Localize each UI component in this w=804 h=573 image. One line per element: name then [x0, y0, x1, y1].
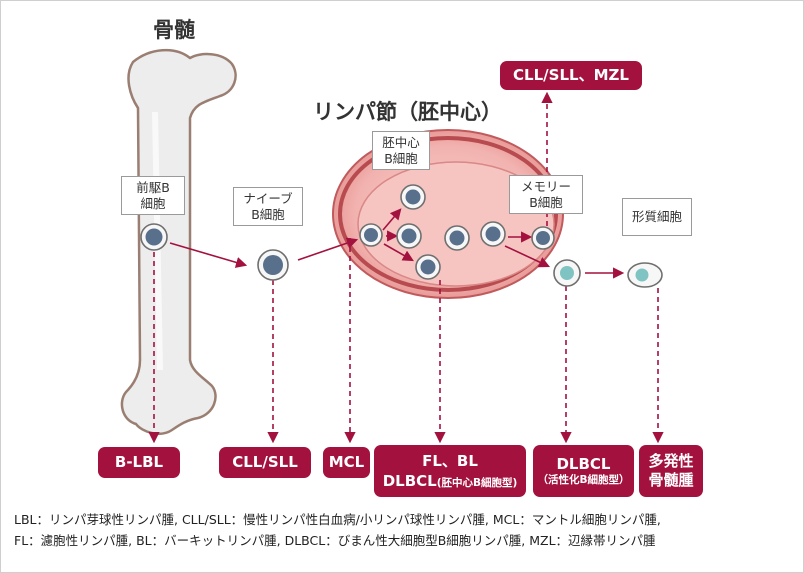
naive-b-cell-label-line1: ナイーブ [243, 190, 293, 206]
pre-b-cell-label-line1: 前駆B [136, 179, 170, 195]
pre-b-cell-label: 前駆B 細胞 [121, 176, 185, 215]
naive-b-cell-label-line2: B細胞 [251, 206, 285, 222]
pre-b-cell-label-line2: 細胞 [140, 195, 166, 211]
disease-fl-bl-dlbcl-gc: FL、BL DLBCL(胚中心B細胞型) [374, 445, 526, 497]
disease-dlbcl-gc-line: DLBCL(胚中心B細胞型) [383, 471, 518, 491]
differentiation-arrows [169, 208, 625, 279]
disease-mcl: MCL [323, 447, 370, 478]
naive-b-cell-label: ナイーブ B細胞 [233, 187, 303, 226]
memory-b-cell-label-line2: B細胞 [529, 194, 563, 210]
disease-dlbcl-gc-subtext: (胚中心B細胞型) [436, 476, 518, 489]
cells [140, 184, 663, 288]
disease-cll-sll-text: CLL/SLL [232, 453, 298, 471]
plasma-cell-label-line1: 形質細胞 [631, 209, 682, 224]
plasma-cell [627, 262, 663, 288]
footnote-line-2: FL：濾胞性リンパ腫, BL：バーキットリンパ腫, DLBCL：びまん性大細胞型… [14, 533, 656, 548]
disease-multiple-myeloma: 多発性 骨髄腫 [639, 445, 703, 497]
disease-cll-sll: CLL/SLL [219, 447, 311, 478]
disease-dlbcl-abc-text: DLBCL [556, 455, 611, 473]
gc-cell-4 [444, 225, 470, 251]
abbreviation-footnote: LBL：リンパ芽球性リンパ腫, CLL/SLL：慢性リンパ性白血病/小リンパ球性… [14, 509, 794, 551]
gc-cell-1 [359, 223, 383, 247]
footnote-line-1: LBL：リンパ芽球性リンパ腫, CLL/SLL：慢性リンパ性白血病/小リンパ球性… [14, 512, 661, 527]
memory-b-cell [531, 226, 555, 250]
germinal-center-b-cell-label: 胚中心 B細胞 [372, 131, 430, 170]
memory-b-cell-label: メモリー B細胞 [509, 175, 583, 214]
disease-dlbcl-abc-subtext: （活性化B細胞型） [537, 474, 630, 486]
disease-dlbcl-gc-text: DLBCL [382, 471, 437, 490]
gc-cell-6 [480, 221, 506, 247]
disease-multiple-myeloma-line1: 多発性 [648, 452, 694, 470]
disease-fl-bl-text: FL、BL [422, 451, 478, 470]
disease-cll-sll-mzl: CLL/SLL、MZL [500, 61, 642, 90]
disease-b-lbl-text: B-LBL [114, 453, 164, 471]
germinal-center-b-cell-label-line1: 胚中心 [382, 134, 420, 150]
disease-cll-sll-mzl-text: CLL/SLL、MZL [513, 66, 629, 84]
gc-cell-5 [415, 254, 441, 280]
germinal-center-b-cell-label-line2: B細胞 [384, 150, 418, 166]
activated-b-cell [553, 259, 581, 287]
disease-mcl-text: MCL [328, 453, 365, 471]
gc-cell-3 [396, 223, 422, 249]
lymph-node [332, 129, 564, 299]
disease-dlbcl-abc: DLBCL （活性化B細胞型） [533, 445, 634, 497]
pre-b-cell [140, 223, 168, 251]
bone-marrow-title: 骨髄 [153, 18, 195, 42]
lymph-node-title: リンパ節（胚中心） [313, 100, 502, 124]
disease-multiple-myeloma-line2: 骨髄腫 [648, 471, 694, 489]
disease-b-lbl: B-LBL [98, 447, 180, 478]
plasma-cell-label: 形質細胞 [622, 198, 692, 236]
naive-b-cell [257, 249, 289, 281]
memory-b-cell-label-line1: メモリー [520, 178, 571, 194]
bone-marrow-femur [120, 48, 237, 435]
gc-cell-2 [400, 184, 426, 210]
